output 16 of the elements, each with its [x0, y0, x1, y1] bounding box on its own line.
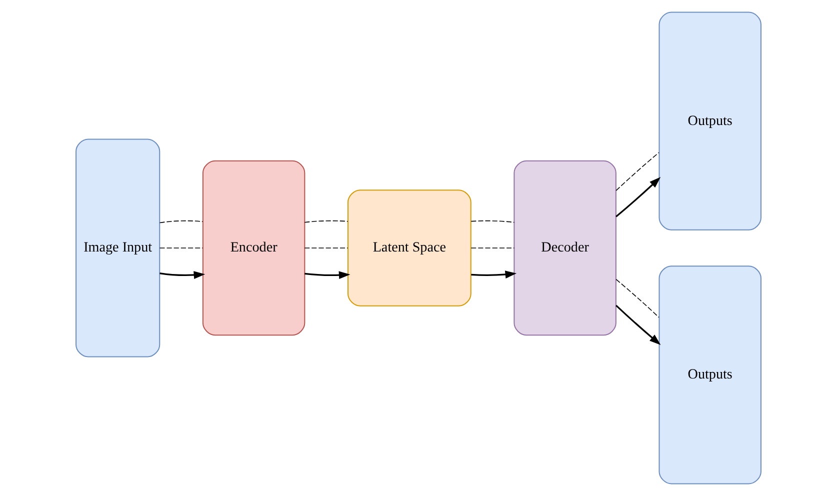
node-box: Outputs — [658, 266, 761, 484]
arrow — [304, 271, 350, 280]
connector — [470, 220, 514, 223]
connector — [615, 278, 659, 318]
arrow — [159, 271, 205, 279]
arrow — [615, 177, 660, 218]
connector — [158, 220, 203, 224]
connector — [615, 152, 659, 191]
connector — [304, 220, 348, 223]
node-box: Encoder — [202, 160, 305, 336]
node-box: Image Input — [75, 138, 160, 358]
node-box: Latent Space — [346, 190, 471, 306]
node-box: Outputs — [658, 12, 761, 230]
arrow — [470, 270, 516, 278]
arrow — [615, 304, 660, 345]
node-box: Decoder — [513, 160, 616, 336]
